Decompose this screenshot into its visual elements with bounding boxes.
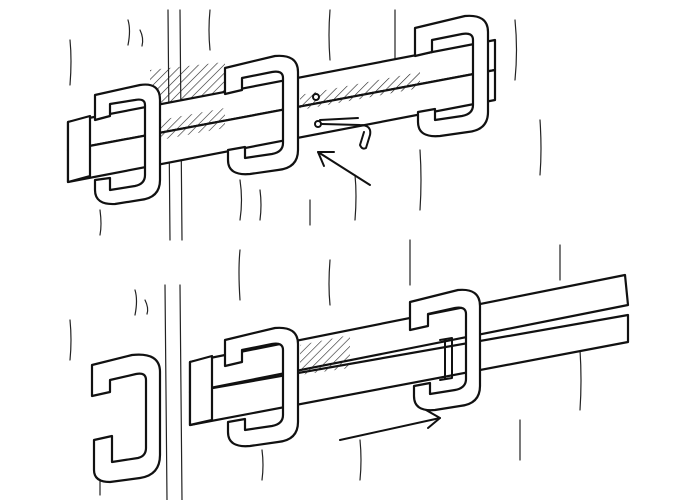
- arrow-right: [339, 409, 441, 441]
- bracket-detached: [90, 353, 162, 484]
- bracket-left: [93, 83, 162, 206]
- hook-icon: [439, 337, 453, 381]
- hook-icon: [312, 93, 372, 150]
- bar: [188, 273, 630, 427]
- wall-grain: [69, 239, 582, 500]
- latched-panel: [66, 9, 542, 241]
- wall-grain: [69, 9, 542, 241]
- unlatched-panel: [69, 239, 630, 500]
- bracket-right: [408, 288, 482, 412]
- arrow-up-left: [317, 151, 371, 186]
- bracket-middle: [223, 326, 300, 448]
- bar: [66, 38, 497, 184]
- bracket-middle: [223, 54, 300, 176]
- bracket-right: [413, 14, 490, 138]
